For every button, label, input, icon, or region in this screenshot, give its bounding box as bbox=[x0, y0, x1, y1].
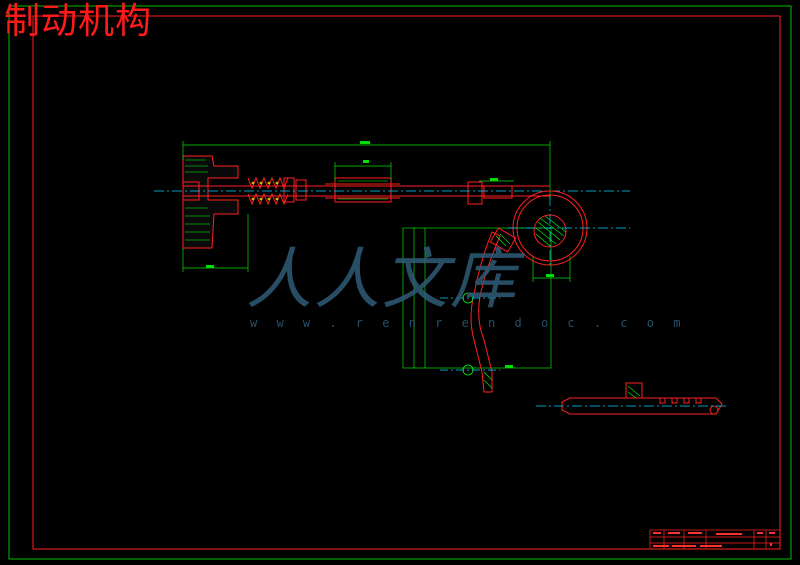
outer-border bbox=[8, 5, 792, 560]
spring-detail bbox=[251, 181, 279, 201]
lever-arm bbox=[470, 227, 517, 393]
lever-hatch bbox=[483, 233, 511, 389]
drawing-title: 制动机构 bbox=[4, 1, 153, 42]
dimensions bbox=[182, 141, 571, 369]
inner-border bbox=[32, 15, 781, 550]
shaft-hatch bbox=[627, 385, 641, 399]
watermark-chinese: 人人文库 bbox=[246, 241, 518, 318]
flange-hatch bbox=[185, 159, 388, 241]
shaft-detail bbox=[561, 382, 723, 415]
rod-assembly bbox=[182, 155, 550, 249]
dimension-ticks bbox=[206, 141, 554, 368]
watermark-url: w w w . r e n r e n d o c . c o m bbox=[250, 316, 687, 330]
drum-hatch bbox=[535, 215, 567, 247]
title-block-fills bbox=[653, 532, 775, 547]
